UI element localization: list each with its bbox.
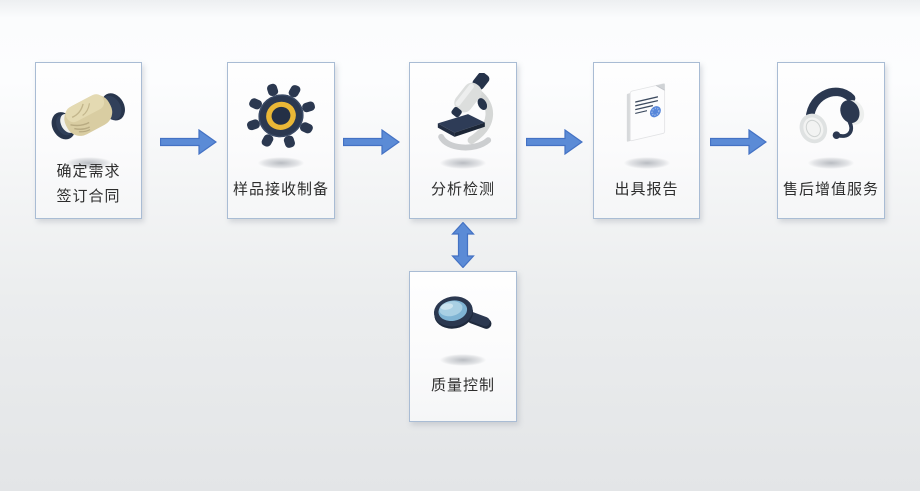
- branch-label-line1: 质量控制: [430, 378, 495, 394]
- icon-shadow: [432, 352, 494, 368]
- step-label: 售后增值服务: [780, 178, 882, 203]
- arrow-right-icon: [710, 129, 767, 155]
- branch-box-quality-control: 质量控制: [409, 271, 517, 422]
- branch-label: 质量控制: [412, 374, 514, 399]
- microscope-icon: [437, 73, 494, 151]
- step-box-analysis: 分析检测: [409, 62, 517, 219]
- arrow-vertical-double-icon: [451, 222, 475, 268]
- step-label-line1: 售后增值服务: [782, 182, 879, 198]
- icon-shadow: [800, 155, 862, 171]
- step-label-line1: 样品接收制备: [232, 182, 329, 198]
- icon-shadow: [615, 155, 678, 171]
- step-label-line1: 分析检测: [430, 182, 495, 198]
- icon-shadow: [250, 155, 312, 171]
- step-label: 出具报告: [596, 178, 697, 203]
- step-box-sample-prep: 样品接收制备: [227, 62, 335, 219]
- step-label-line2: 签订合同: [56, 189, 121, 205]
- step-label: 分析检测: [412, 178, 514, 203]
- step-label: 样品接收制备: [230, 178, 332, 203]
- step-label: 确定需求 签订合同: [38, 160, 139, 210]
- headset-icon: [799, 87, 865, 144]
- arrow-right-icon: [160, 129, 217, 155]
- arrow-right-icon: [526, 129, 583, 155]
- arrow-right-icon: [343, 129, 400, 155]
- handshake-icon: [51, 93, 125, 140]
- gear-icon: [247, 83, 315, 148]
- step-box-contract: 确定需求 签订合同: [35, 62, 142, 219]
- step-label-line1: 出具报告: [614, 182, 679, 198]
- step-label-line1: 确定需求: [56, 164, 121, 180]
- report-icon: [626, 83, 665, 142]
- step-box-after-sales: 售后增值服务: [777, 62, 885, 219]
- step-box-report: 出具报告: [593, 62, 700, 219]
- magnifier-icon: [433, 296, 492, 329]
- icon-shadow: [432, 155, 494, 171]
- icon-shadow: [57, 155, 120, 171]
